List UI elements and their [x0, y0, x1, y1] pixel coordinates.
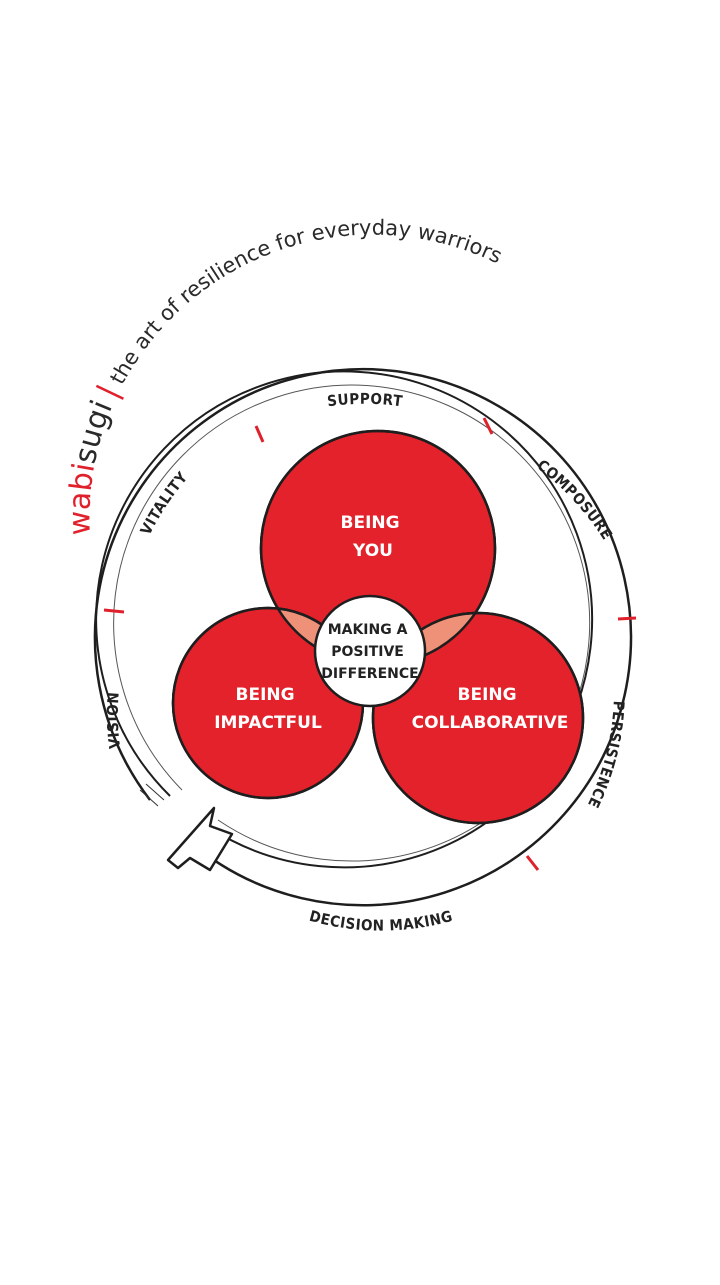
ring-label-vision: VISION — [104, 691, 124, 749]
label-being-collaborative: BEING COLLABORATIVE — [412, 685, 569, 733]
resilience-ring — [93, 368, 637, 907]
label-being-you: BEING YOU — [341, 513, 406, 561]
label-being-impactful: BEING IMPACTFUL — [214, 685, 322, 733]
venn-diagram — [171, 429, 585, 825]
brand-tagline: the art of resilience for everyday warri… — [105, 216, 506, 389]
ring-label-support: SUPPORT — [326, 390, 404, 411]
label-making-a-positive-difference: MAKING A POSITIVE DIFFERENCE — [321, 622, 418, 682]
ring-label-persistence: PERSISTENCE — [584, 700, 628, 811]
center-circle — [313, 594, 427, 708]
brand-name-wabi: wabi — [62, 460, 102, 535]
ring-label-decision-making: DECISION MAKING — [307, 907, 454, 935]
ring-dividers — [103, 417, 637, 871]
ring-label-vitality: VITALITY — [137, 468, 192, 538]
ring-arrow-icon — [166, 806, 234, 872]
brand-name-sugi: sugi — [68, 395, 120, 466]
